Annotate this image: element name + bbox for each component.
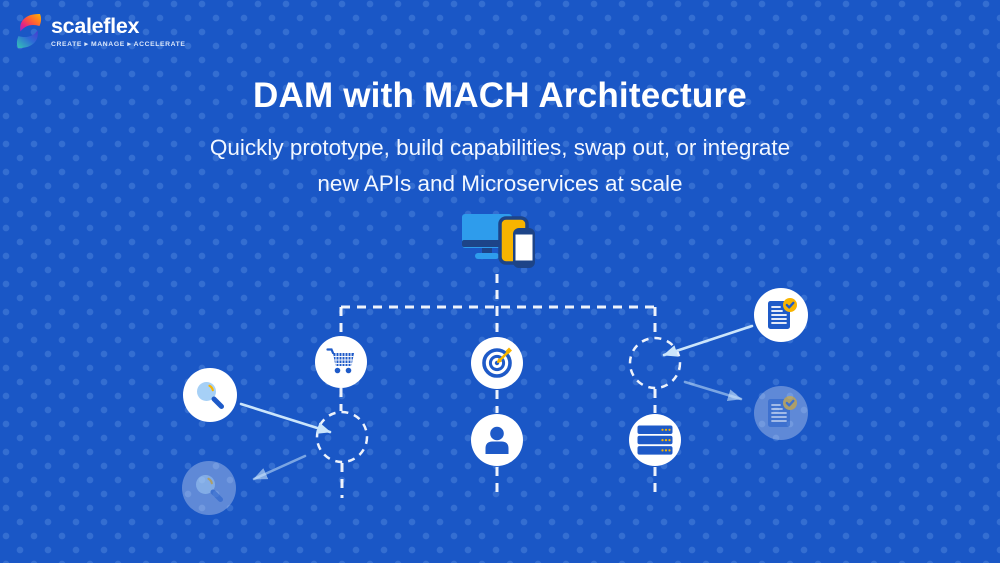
scaleflex-logo: scaleflex CREATE ▸ MANAGE ▸ ACCELERATE [14,12,186,50]
devices-icon [462,214,535,268]
arrow-document-in [662,324,754,357]
target-icon [482,347,512,378]
document-node-faded [754,386,808,440]
dashed-slot-right [628,336,682,390]
search-node [183,368,237,422]
user-icon [485,426,509,454]
search-icon-faded [196,475,223,502]
subtitle-line-1: Quickly prototype, build capabilities, s… [209,135,791,160]
scaleflex-logo-icon [16,13,42,49]
server-node [629,414,681,466]
cart-icon [326,348,354,374]
dashed-connectors [339,274,657,498]
server-icon [637,425,673,455]
hero-text: DAM with MACH Architecture Quickly proto… [0,76,1000,202]
arrow-search-out [252,454,307,481]
subtitle-line-2: new APIs and Microservices at scale [317,171,683,196]
document-node [754,288,808,342]
page-title: DAM with MACH Architecture [253,76,747,115]
document-check-icon [768,298,797,329]
dashed-slot-left [315,410,369,464]
search-node-faded [182,461,236,515]
user-node [471,414,523,466]
search-icon [197,382,224,409]
brand-name: scaleflex [51,14,140,38]
document-check-icon-faded [768,396,797,427]
page-subtitle: Quickly prototype, build capabilities, s… [0,130,1000,202]
target-node [471,337,523,389]
swap-arrows [239,324,754,481]
arrow-search-in [239,402,332,434]
brand-tagline: CREATE ▸ MANAGE ▸ ACCELERATE [51,41,186,48]
cart-node [315,336,367,388]
arrow-document-out [683,380,743,401]
